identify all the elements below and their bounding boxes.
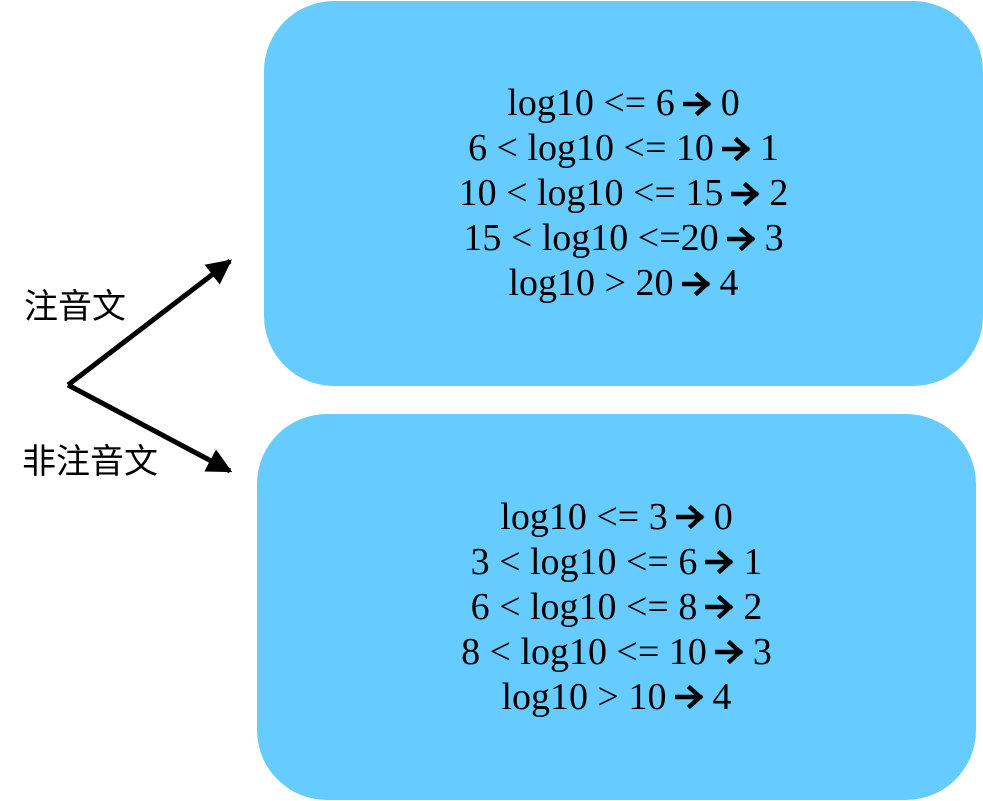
rule-row: 10 < log10 <= 15 2 — [459, 171, 789, 216]
arrow-to-bottom-box — [66, 382, 233, 474]
right-arrow-icon — [682, 91, 713, 116]
rule-row: log10 <= 3 0 — [500, 495, 732, 540]
rule-value: 1 — [759, 127, 779, 169]
right-arrow-icon — [681, 271, 712, 296]
arrow-to-top-box — [66, 259, 232, 387]
rule-condition: log10 <= 6 — [507, 82, 675, 124]
rule-value: 4 — [712, 675, 732, 718]
rule-row: log10 > 10 4 — [502, 675, 732, 720]
top-branch-label: 注音文 — [24, 287, 126, 327]
rule-value: 0 — [720, 82, 740, 124]
right-arrow-icon — [731, 181, 761, 206]
rule-row: 6 < log10 <= 10 1 — [468, 126, 779, 171]
right-arrow-icon — [721, 136, 752, 161]
rule-row: 6 < log10 <= 8 2 — [471, 585, 763, 630]
right-arrow-icon — [726, 226, 757, 251]
right-arrow-icon — [714, 640, 745, 664]
bottom-branch-label: 非注音文 — [22, 442, 158, 482]
rule-condition: 6 < log10 <= 10 — [468, 127, 714, 169]
right-arrow-icon — [705, 550, 735, 574]
rule-value: 3 — [752, 630, 772, 673]
rule-condition: log10 > 10 — [501, 675, 667, 718]
rule-row: 15 < log10 <=20 3 — [463, 216, 783, 261]
rule-condition: 6 < log10 <= 8 — [470, 585, 698, 628]
rule-condition: 8 < log10 <= 10 — [461, 630, 707, 673]
right-arrow-icon — [705, 595, 735, 619]
right-arrow-icon — [675, 505, 706, 529]
rule-row: 8 < log10 <= 10 3 — [461, 630, 772, 675]
rule-row: 3 < log10 <= 6 1 — [471, 540, 763, 585]
rule-value: 2 — [769, 172, 789, 214]
rule-condition: log10 <= 3 — [500, 495, 668, 538]
rule-condition: 10 < log10 <= 15 — [458, 172, 724, 214]
rule-condition: log10 > 20 — [508, 262, 674, 304]
rule-condition: 15 < log10 <=20 — [463, 217, 719, 259]
rule-row: log10 > 20 4 — [509, 261, 739, 306]
rule-value: 2 — [743, 585, 763, 628]
rule-value: 3 — [764, 217, 784, 259]
rule-value: 0 — [713, 495, 733, 538]
right-arrow-icon — [674, 685, 705, 709]
rule-value: 1 — [743, 540, 763, 583]
rule-condition: 3 < log10 <= 6 — [470, 540, 698, 583]
rule-row: log10 <= 6 0 — [507, 81, 739, 126]
rule-value: 4 — [719, 262, 739, 304]
